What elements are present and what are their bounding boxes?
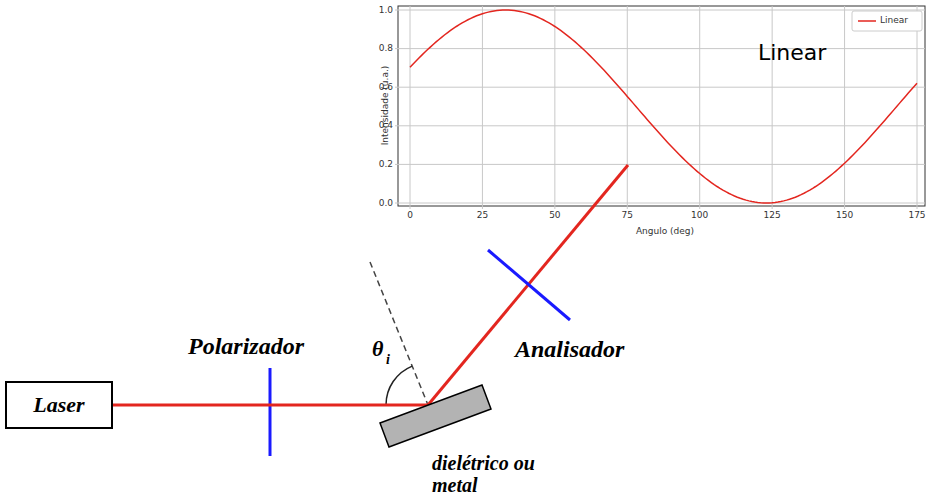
tick-label: 100 xyxy=(691,210,708,221)
tick-label: 0 xyxy=(407,210,413,221)
axis-title: Angulo (deg) xyxy=(636,226,694,237)
grid-line xyxy=(917,6,918,209)
analyzer xyxy=(488,250,570,320)
grid-line xyxy=(395,164,925,165)
legend-label: Linear xyxy=(880,15,908,26)
tick-label: 1.0 xyxy=(379,5,393,16)
grid-line xyxy=(395,125,925,126)
tick-label: 25 xyxy=(477,210,488,221)
node-label: Laser xyxy=(33,391,84,419)
grid-line xyxy=(482,6,483,209)
angle-symbol: θ xyxy=(372,336,383,362)
intensity-chart xyxy=(395,6,925,209)
legend-box xyxy=(852,11,922,31)
intensity-curve xyxy=(410,10,917,203)
material-label: dielétrico ou metal xyxy=(432,452,542,496)
tick-label: 0.6 xyxy=(379,82,393,93)
grid-line xyxy=(395,48,925,49)
tick-label: 150 xyxy=(836,210,853,221)
reflected-beam xyxy=(428,165,628,405)
angle-arc xyxy=(386,366,412,405)
grid-line xyxy=(410,6,411,209)
tick-label: 125 xyxy=(764,210,781,221)
polarizer xyxy=(269,368,272,456)
sample-plate: dielétrico ou metal xyxy=(428,398,490,448)
grid-line xyxy=(772,6,773,209)
grid-line xyxy=(395,87,925,88)
tick-label: 175 xyxy=(908,210,925,221)
axis-title: Intensidade (u.a.) xyxy=(381,65,392,145)
laser-box: Laser xyxy=(5,381,113,429)
component-label: Analisador xyxy=(515,335,624,363)
tick-label: 0.4 xyxy=(379,120,393,131)
tick-label: 75 xyxy=(622,210,633,221)
grid-line xyxy=(395,203,925,204)
tick-label: 0.2 xyxy=(379,159,393,170)
grid-line xyxy=(627,6,628,209)
plot-frame xyxy=(398,6,925,206)
grid-line xyxy=(699,6,700,209)
tick-label: 50 xyxy=(549,210,560,221)
laser-beam xyxy=(113,404,428,407)
tick-label: 0.0 xyxy=(379,198,393,209)
component-label: Polarizador xyxy=(188,332,304,360)
legend-sample xyxy=(858,20,876,22)
plate-shape xyxy=(368,378,498,458)
normal-line xyxy=(370,262,428,405)
tick-label: 0.8 xyxy=(379,43,393,54)
chart-title: Linear xyxy=(758,40,826,66)
grid-line xyxy=(395,10,925,11)
plate-outline xyxy=(380,385,491,447)
angle-subscript: i xyxy=(386,352,390,368)
grid-line xyxy=(844,6,845,209)
grid-line xyxy=(554,6,555,209)
